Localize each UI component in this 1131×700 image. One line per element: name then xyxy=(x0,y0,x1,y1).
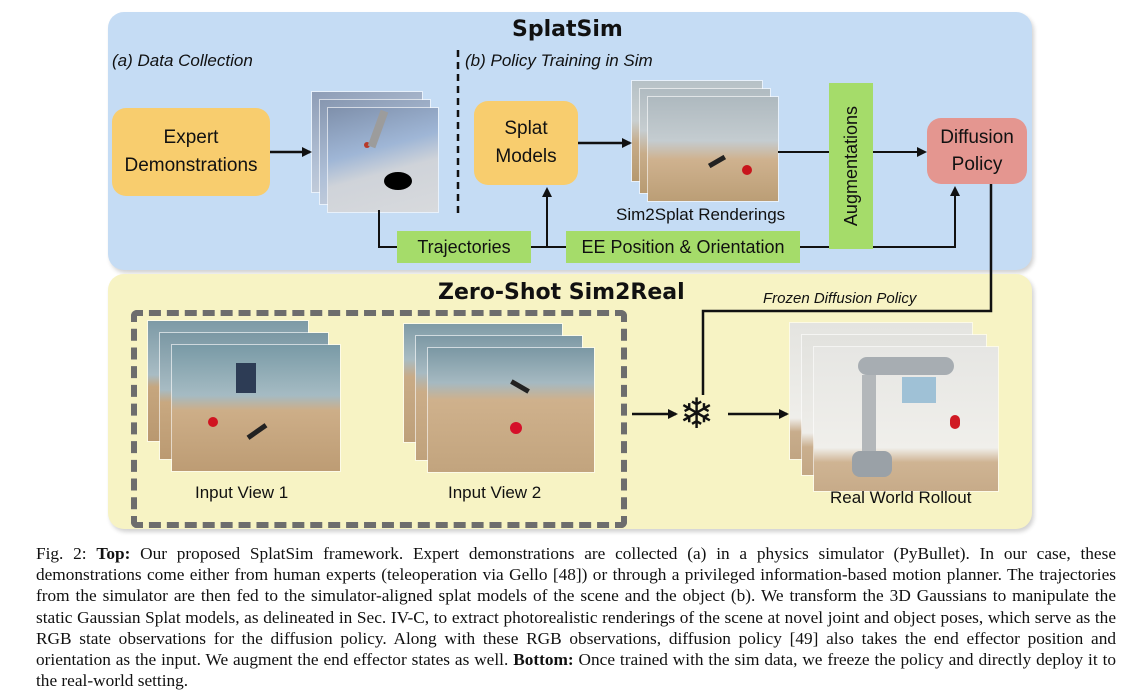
augmentations-label: Augmentations xyxy=(841,105,861,227)
rollout-label: Real World Rollout xyxy=(830,488,972,507)
robot-base xyxy=(852,451,892,477)
caption-top-text: Our proposed SplatSim framework. Expert … xyxy=(36,544,1116,670)
diffusion-line-1: Diffusion xyxy=(940,127,1014,148)
target-hole xyxy=(384,172,412,190)
splat-line-2: Models xyxy=(495,146,557,167)
sim2real-title: Zero-Shot Sim2Real xyxy=(438,280,685,305)
augmentations-box: Augmentations xyxy=(829,83,873,249)
expert-line-2: Demonstrations xyxy=(124,155,258,176)
figure-caption: Fig. 2: Top: Our proposed SplatSim frame… xyxy=(36,543,1116,691)
ee-pose-label: EE Position & Orientation xyxy=(581,237,785,257)
red-object xyxy=(742,165,752,175)
renderings-label: Sim2Splat Renderings xyxy=(616,205,786,224)
sim-object xyxy=(364,142,370,148)
caption-fig: Fig. 2: xyxy=(36,544,97,563)
trajectories-label: Trajectories xyxy=(417,237,511,257)
red-object xyxy=(950,415,960,429)
input-view-2-label: Input View 2 xyxy=(448,483,542,502)
caption-top-bold: Top: xyxy=(96,544,131,563)
red-object xyxy=(510,422,522,434)
sim2splat-renderings-image xyxy=(632,81,778,201)
pybullet-sim-image xyxy=(312,92,438,212)
input-view-1-label: Input View 1 xyxy=(195,483,289,502)
gripper xyxy=(236,363,256,393)
real-world-rollout-image xyxy=(790,323,998,491)
data-collection-label: (a) Data Collection xyxy=(112,51,253,70)
ee-pose-box: EE Position & Orientation xyxy=(566,231,800,263)
splat-line-1: Splat xyxy=(504,118,548,139)
snowflake-icon: ❄ xyxy=(679,390,715,437)
frozen-policy-label: Frozen Diffusion Policy xyxy=(763,290,917,307)
diffusion-line-2: Policy xyxy=(951,154,1003,175)
input-views-group xyxy=(131,310,627,528)
poster xyxy=(902,377,936,403)
robot-arm-upper xyxy=(858,357,954,375)
splatsim-title: SplatSim xyxy=(512,17,623,42)
trajectories-box: Trajectories xyxy=(397,231,531,263)
expert-line-1: Expert xyxy=(163,127,219,148)
robot-arm-column xyxy=(862,375,876,453)
input-view-2-image xyxy=(404,324,594,474)
caption-bottom-bold: Bottom: xyxy=(513,650,574,670)
caption-bottom-text: Once trained with the sim data, we freez… xyxy=(36,650,1117,691)
input-view-1-image xyxy=(148,321,340,471)
policy-training-label: (b) Policy Training in Sim xyxy=(465,51,653,70)
red-object xyxy=(208,417,218,427)
